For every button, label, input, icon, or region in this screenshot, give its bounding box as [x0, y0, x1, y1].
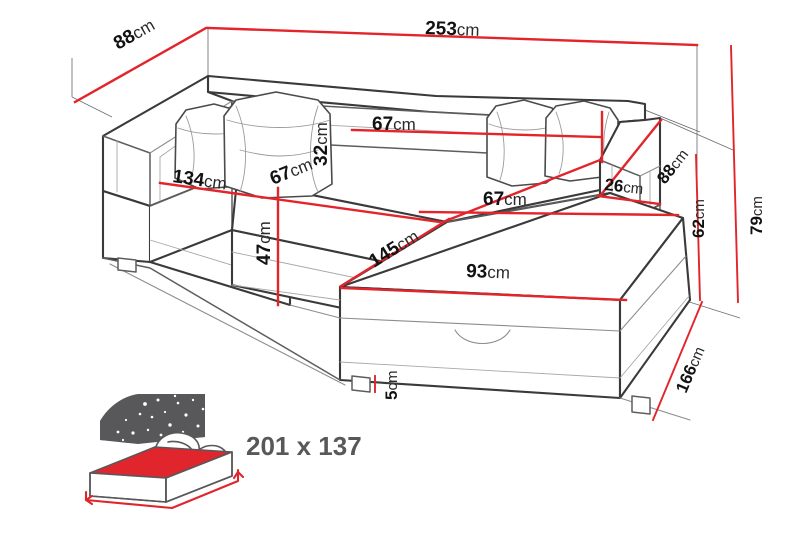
- dim-unit-backrest-total-height: cm: [691, 199, 708, 219]
- dim-unit-leg-height: cm: [384, 371, 401, 391]
- bed-mattress-icon: [89, 446, 233, 503]
- dim-label-chaise-front-width: 93cm: [466, 261, 511, 284]
- bed-measure-arrows-icon: [84, 468, 245, 510]
- bed-sky-icon: [100, 394, 205, 444]
- dim-label-backrest-total-height: 62cm: [689, 199, 708, 238]
- dim-label-back-cushion-width: 67cm: [372, 114, 416, 135]
- dim-label-overall-height: 79cm: [747, 196, 766, 235]
- dim-label-seat-height: 47cm: [254, 221, 275, 265]
- sleeping-surface-size-label: 201 x 137: [246, 431, 362, 461]
- dim-unit-seat-width-left: cm: [203, 172, 228, 194]
- cushion-left-2: [223, 91, 333, 199]
- svg-text:134cm: 134cm: [171, 166, 228, 194]
- svg-text:253cm: 253cm: [425, 18, 480, 41]
- svg-text:5cm: 5cm: [382, 371, 401, 400]
- dim-label-width-total: 253cm: [425, 18, 480, 41]
- dim-label-armrest-width-right: 26cm: [604, 175, 645, 198]
- dim-unit-back-cushion-width: cm: [393, 115, 416, 134]
- dim-value-seat-width-left: 134: [171, 166, 206, 191]
- dim-label-backrest-height: 32cm: [311, 122, 332, 166]
- dim-unit-width-total: cm: [457, 20, 480, 40]
- dim-value-chaise-seat-width: 67: [483, 189, 504, 210]
- dim-value-leg-height: 5: [382, 391, 401, 400]
- svg-text:67cm: 67cm: [483, 189, 527, 210]
- dim-label-seat-width-left: 134cm: [171, 166, 228, 194]
- dim-value-back-cushion-width: 67: [372, 114, 393, 135]
- dim-value-seat-height: 47: [254, 244, 275, 265]
- dimension-lines: [73, 26, 739, 422]
- dim-label-depth-left: 88cm: [110, 15, 158, 55]
- svg-text:93cm: 93cm: [466, 261, 511, 284]
- sofa-body: [101, 74, 692, 421]
- dim-label-chaise-seat-width: 67cm: [483, 189, 527, 210]
- dim-value-backrest-total-height: 62: [689, 219, 708, 238]
- dim-unit-overall-height: cm: [749, 196, 766, 216]
- sofa-legs: [117, 257, 651, 415]
- dim-unit-chaise-front-width: cm: [487, 263, 510, 283]
- dim-unit-armrest-width-right: cm: [622, 179, 644, 198]
- dim-value-backrest-height: 32: [311, 145, 332, 166]
- dim-unit-backrest-height: cm: [312, 122, 331, 145]
- svg-text:62cm: 62cm: [689, 199, 708, 238]
- dim-unit-chaise-depth: cm: [685, 344, 708, 369]
- dim-unit-chaise-seat-width: cm: [504, 190, 527, 209]
- svg-text:26cm: 26cm: [604, 175, 645, 198]
- svg-text:79cm: 79cm: [747, 196, 766, 235]
- dim-value-width-total: 253: [425, 18, 457, 40]
- dim-label-chaise-depth: 166cm: [672, 344, 708, 396]
- dim-unit-seat-height: cm: [255, 221, 274, 244]
- svg-text:47cm: 47cm: [254, 221, 275, 265]
- dim-label-leg-height: 5cm: [382, 371, 401, 400]
- svg-text:32cm: 32cm: [311, 122, 332, 166]
- svg-text:166cm: 166cm: [672, 344, 708, 396]
- svg-text:67cm: 67cm: [372, 114, 416, 135]
- dim-value-armrest-width-right: 26: [604, 175, 625, 196]
- svg-text:88cm: 88cm: [110, 15, 158, 55]
- sleeping-surface-badge: 201 x 137: [84, 394, 362, 510]
- dim-value-chaise-front-width: 93: [466, 261, 488, 283]
- dim-value-overall-height: 79: [747, 216, 766, 235]
